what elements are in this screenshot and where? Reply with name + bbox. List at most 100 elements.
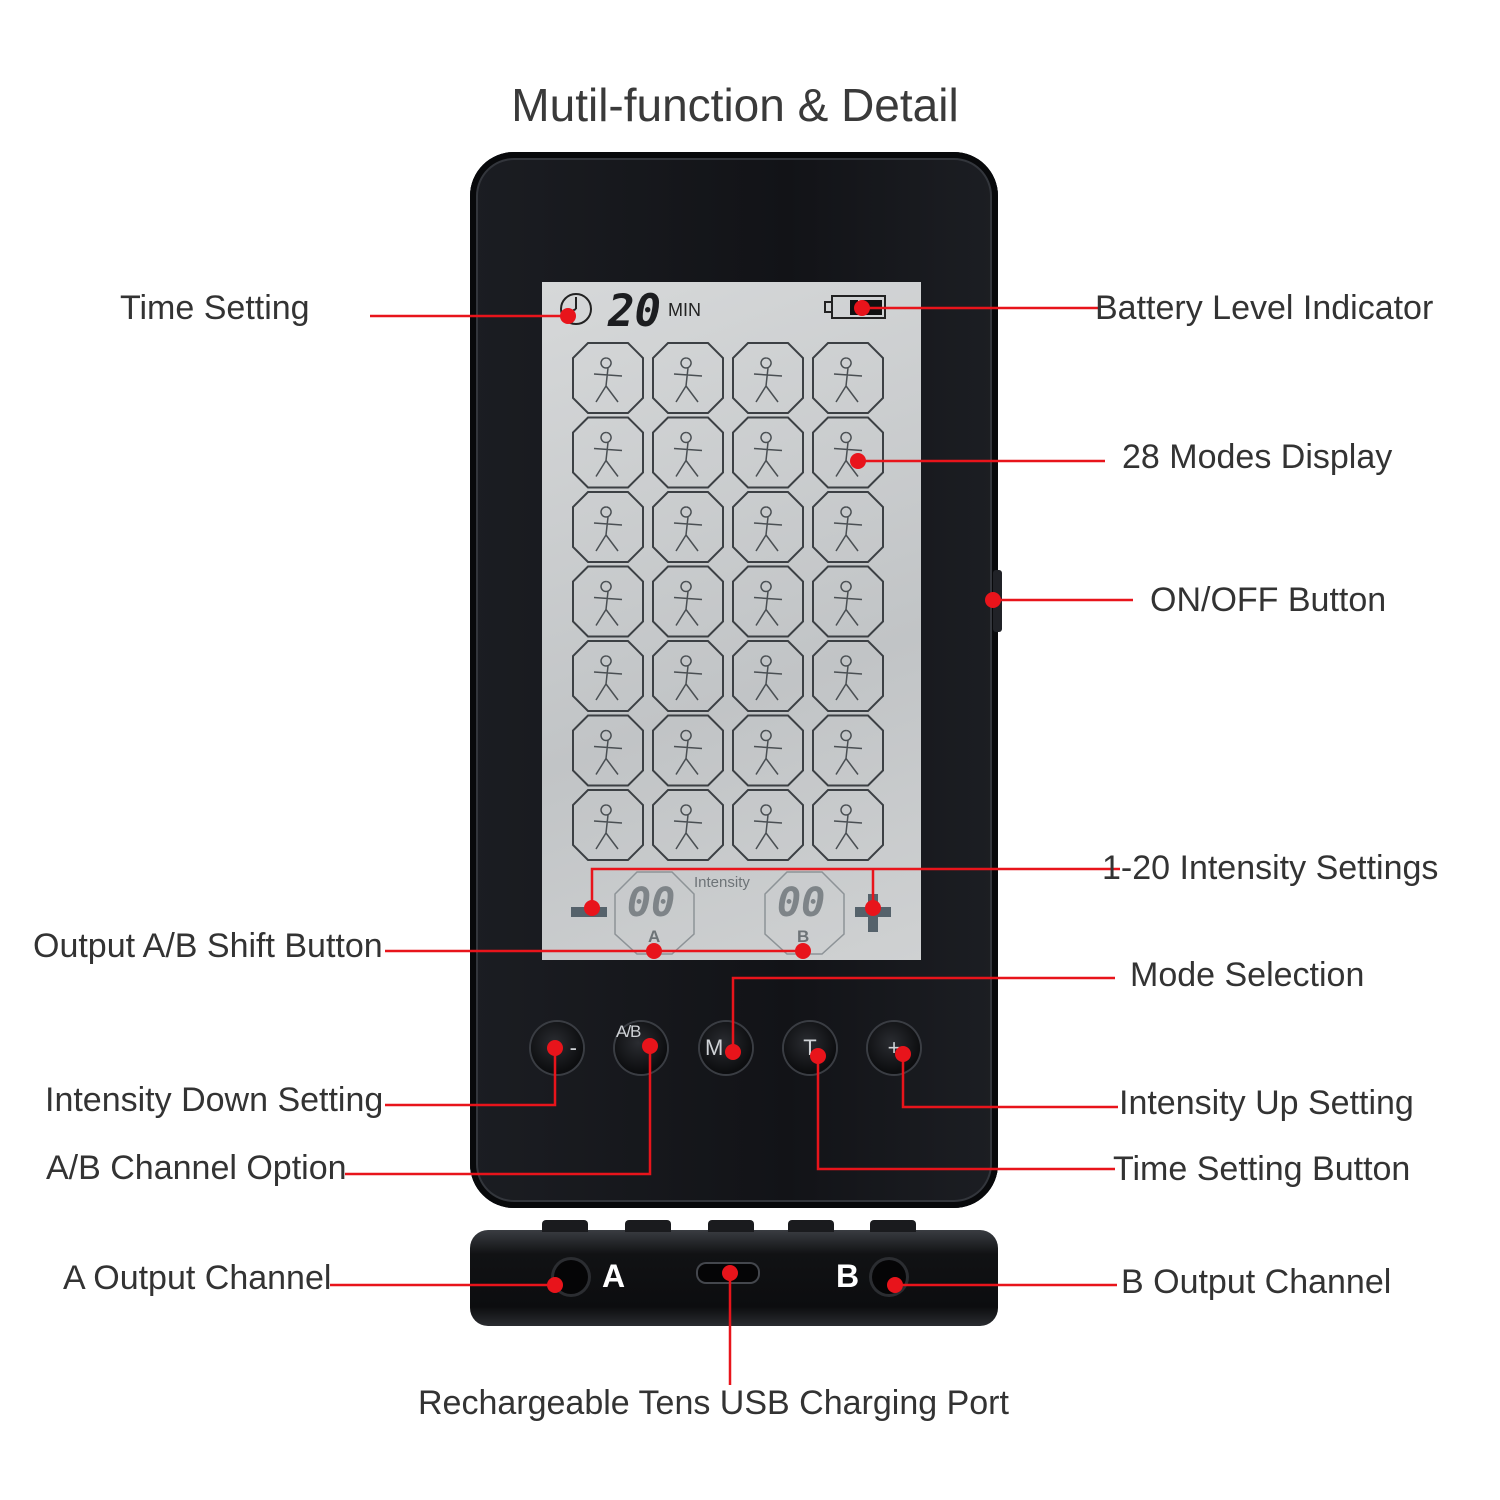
tens-device: 20 MIN Intensity 00 00 A B - A/B M T + xyxy=(470,152,998,1208)
time-button[interactable]: T xyxy=(784,1022,836,1074)
mode-icon xyxy=(652,640,724,712)
mode-figure xyxy=(833,431,863,477)
mode-figure xyxy=(673,506,703,552)
ab-channel-button[interactable]: A/B xyxy=(615,1022,667,1074)
label-time-setting: Time Setting xyxy=(120,289,310,327)
mode-figure xyxy=(673,804,703,850)
mode-figure xyxy=(833,357,863,403)
time-button-dot xyxy=(810,1048,826,1064)
onoff-dot xyxy=(985,592,1001,608)
label-intensity-settings: 1-20 Intensity Settings xyxy=(1102,849,1439,887)
output-shift-dot xyxy=(646,943,662,959)
lcd-screen: 20 MIN Intensity 00 00 A B xyxy=(542,282,921,960)
mode-figure xyxy=(593,655,623,701)
mode-figure xyxy=(593,506,623,552)
mode-icon xyxy=(572,789,644,861)
lcd-graphics xyxy=(560,293,891,955)
intensity-down-line xyxy=(385,1048,557,1107)
mode-figure xyxy=(673,357,703,403)
mode-icon xyxy=(652,491,724,563)
mode-figure xyxy=(593,729,623,775)
channel-b-label: B xyxy=(797,927,810,946)
mode-figure xyxy=(833,655,863,701)
label-b-output: B Output Channel xyxy=(1121,1263,1392,1301)
ab-channel-line xyxy=(345,1046,652,1176)
mode-icon xyxy=(652,342,724,414)
time-setting-dot xyxy=(560,308,576,324)
modes-dot xyxy=(850,453,866,469)
mode-figure xyxy=(673,655,703,701)
label-a-output: A Output Channel xyxy=(63,1259,332,1297)
mode-icon xyxy=(732,565,804,638)
mode-icon xyxy=(812,640,884,712)
mode-figure xyxy=(593,357,623,403)
timer-unit: MIN xyxy=(668,300,701,320)
mode-figure xyxy=(833,580,863,626)
mode-icon xyxy=(652,416,724,489)
label-usb: Rechargeable Tens USB Charging Port xyxy=(418,1384,1009,1422)
port-b-label: B xyxy=(836,1258,860,1294)
mode-icon xyxy=(732,714,804,787)
intensity-a-value: 00 xyxy=(627,880,676,926)
intensity-b-frame xyxy=(764,871,845,955)
label-battery: Battery Level Indicator xyxy=(1095,289,1434,327)
page-title: Mutil-function & Detail xyxy=(511,79,959,131)
b-output-dot xyxy=(887,1277,903,1293)
mode-icon xyxy=(572,342,644,414)
timer-value: 20 xyxy=(608,286,661,337)
mode-icon xyxy=(812,565,884,638)
battery-dot xyxy=(854,300,870,316)
label-time-button: Time Setting Button xyxy=(1113,1150,1411,1188)
time-button-line xyxy=(816,1056,1115,1171)
mode-icon xyxy=(572,491,644,563)
a-output-dot xyxy=(547,1277,563,1293)
label-ab-channel: A/B Channel Option xyxy=(46,1149,347,1187)
mode-icon xyxy=(812,416,884,489)
intensity-settings-plus-dot xyxy=(865,900,881,916)
mode-figure xyxy=(673,580,703,626)
mode-icon xyxy=(732,342,804,414)
mode-icon xyxy=(812,342,884,414)
mode-button[interactable]: M xyxy=(700,1022,752,1074)
mode-icon xyxy=(732,789,804,861)
mode-icon xyxy=(812,789,884,861)
label-modes: 28 Modes Display xyxy=(1122,438,1393,476)
port-a-label: A xyxy=(602,1258,626,1294)
mode-icon xyxy=(572,640,644,712)
mode-icon xyxy=(732,491,804,563)
usb-dot xyxy=(722,1265,738,1281)
intensity-label: Intensity xyxy=(694,874,750,891)
mode-icon xyxy=(652,565,724,638)
intensity-settings-dot xyxy=(584,900,600,916)
mode-icon xyxy=(812,491,884,563)
mode-figure xyxy=(833,804,863,850)
mode-icon xyxy=(572,714,644,787)
label-intensity-down: Intensity Down Setting xyxy=(45,1081,384,1119)
mode-figure xyxy=(833,729,863,775)
intensity-b-value: 00 xyxy=(777,880,826,926)
mode-icon xyxy=(652,714,724,787)
intensity-up-button[interactable]: + xyxy=(868,1022,920,1074)
mode-icon xyxy=(572,416,644,489)
label-onoff: ON/OFF Button xyxy=(1150,581,1387,619)
modes-grid xyxy=(572,342,884,861)
intensity-up-line xyxy=(901,1054,1118,1109)
mode-figure xyxy=(593,431,623,477)
mode-figure xyxy=(593,804,623,850)
mode-icon xyxy=(572,565,644,638)
intensity-up-dot xyxy=(895,1046,911,1062)
mode-figure xyxy=(753,580,783,626)
mode-icon xyxy=(812,714,884,787)
mode-figure xyxy=(753,431,783,477)
mode-figure xyxy=(673,729,703,775)
mode-figure xyxy=(753,506,783,552)
mode-figure xyxy=(753,729,783,775)
label-output-shift: Output A/B Shift Button xyxy=(33,927,383,965)
mode-figure xyxy=(593,580,623,626)
mode-figure xyxy=(833,506,863,552)
mode-figure xyxy=(753,804,783,850)
intensity-a-frame xyxy=(614,871,695,955)
mode-icon xyxy=(732,416,804,489)
intensity-down-dot xyxy=(547,1040,563,1056)
intensity-settings-line xyxy=(590,867,1120,908)
